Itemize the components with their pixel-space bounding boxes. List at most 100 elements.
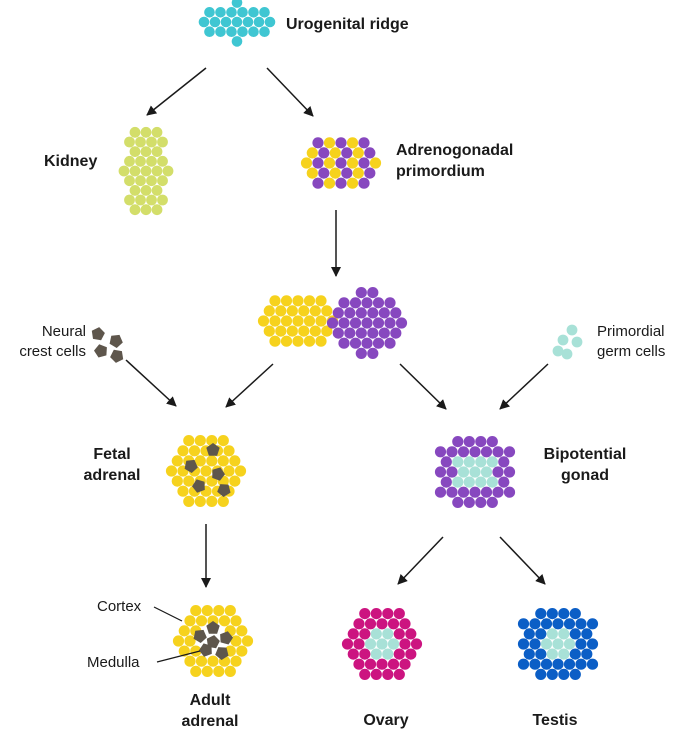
- bipotential-gonad-cell: [463, 436, 475, 448]
- adrenogonadal-cell: [329, 147, 341, 159]
- adrenogonadal-label-line1: Adrenogonadal: [396, 142, 514, 159]
- adrenogonadal-cell: [341, 167, 353, 179]
- urogenital-cell: [204, 26, 215, 37]
- adult-cortex-cell: [236, 645, 248, 657]
- ovary-cell: [382, 668, 394, 681]
- adrenal-half-cell: [298, 305, 310, 317]
- fetal-medulla-cell: [192, 479, 205, 493]
- testis-cell: [517, 618, 530, 630]
- fetal-adrenal-cell: [188, 445, 201, 457]
- bipotential-gonad-cell: [475, 496, 487, 508]
- ovary-cell: [370, 668, 382, 681]
- adrenal-half-cell: [275, 325, 287, 337]
- ovary-cell: [399, 658, 411, 670]
- adrenogonadal-cell: [312, 177, 324, 189]
- adult-cortex-cell: [172, 635, 185, 647]
- kidney-cell: [151, 185, 163, 196]
- germ-cells-label-line1: Primordial: [597, 323, 665, 340]
- arrow-split-to-gonad: [399, 363, 447, 410]
- kidney-cell: [124, 155, 135, 167]
- ovary-cell: [376, 638, 388, 650]
- ovary-cell: [370, 608, 382, 620]
- arrow-to-adrenogonadal: [266, 67, 314, 117]
- ovary-cell: [399, 618, 411, 630]
- bipotential-gonad-cell: [434, 446, 447, 458]
- neural-crest-label-line1: Neural: [41, 323, 86, 340]
- fetal-adrenal-cell: [194, 435, 206, 447]
- urogenital-cell: [231, 0, 243, 8]
- testis-cell: [546, 608, 558, 620]
- gonad-half-cell: [378, 327, 390, 339]
- ovary-cell: [387, 618, 400, 630]
- testis-cell: [569, 668, 581, 681]
- ovary-cell: [382, 628, 394, 640]
- adrenal-half-cell: [321, 325, 333, 337]
- gonad-half-cell: [332, 327, 344, 339]
- fetal-adrenal-cell: [171, 475, 183, 487]
- adrenogonadal-cell: [352, 147, 364, 159]
- ovary-cell: [376, 658, 388, 670]
- fetal-adrenal-cell: [177, 485, 189, 497]
- neural-crest-cell: [110, 349, 124, 363]
- bipotential-gonad-cell: [457, 446, 470, 458]
- adrenogonadal-cell: [335, 157, 347, 169]
- adult-cortex-cell: [190, 665, 202, 678]
- germ-cell: [566, 324, 578, 336]
- neural-crest-label-line2: crest cells: [19, 343, 86, 360]
- ovary-cell: [376, 618, 388, 630]
- testis-cell: [569, 608, 581, 620]
- pointer-lines-group: [153, 606, 201, 663]
- adrenogonadal-cell: [364, 147, 376, 159]
- adrenogonadal-cell: [358, 157, 370, 169]
- kidney-cell: [124, 136, 135, 148]
- fetal-medulla-cell: [184, 459, 198, 473]
- fetal-medulla-cell: [212, 467, 225, 481]
- ovary-cell: [405, 648, 417, 660]
- adult-cortex-cell: [195, 655, 208, 667]
- gonad-half-cell: [367, 327, 379, 339]
- testis-cell: [575, 658, 587, 670]
- urogenital-cell: [259, 26, 270, 37]
- fetal-adrenal-cell: [223, 465, 235, 477]
- ovary-cell: [364, 638, 377, 650]
- ovary-cell: [410, 638, 423, 650]
- adrenal-half-cell: [315, 335, 327, 347]
- urogenital-cell: [226, 7, 237, 18]
- ovary-cell: [347, 628, 359, 640]
- fetal-adrenal-cell: [206, 455, 218, 467]
- urogenital-cell: [253, 16, 265, 28]
- kidney-cell: [118, 165, 130, 177]
- bipotential-gonad-cell: [486, 496, 498, 508]
- kidney-cell: [129, 165, 141, 177]
- testis-cell: [558, 648, 570, 660]
- adult-cortex-cell: [184, 615, 196, 627]
- ovary-cell: [341, 638, 354, 650]
- kidney-cell: [140, 165, 152, 177]
- fetal-adrenal-cell: [183, 475, 195, 487]
- adult-adrenal-label-line2: adrenal: [181, 713, 239, 730]
- adrenal-half-cell: [315, 315, 327, 327]
- ovary-cell: [353, 618, 365, 630]
- kidney-cell: [140, 146, 152, 158]
- kidney-cell: [146, 194, 157, 206]
- adult-cortex-cell: [190, 605, 202, 617]
- adrenogonadal-cell: [358, 137, 370, 149]
- ovary-cell: [359, 608, 371, 620]
- adrenogonadal-cell: [318, 167, 330, 179]
- adrenal-half-cell: [292, 315, 304, 327]
- gonad-half-cell: [384, 317, 396, 329]
- bipotential-gonad-cell: [457, 466, 470, 478]
- adrenal-half-cell: [303, 315, 316, 327]
- gonad-half-cell: [378, 307, 390, 319]
- bipotential-gonad-cell: [498, 456, 510, 468]
- gonad-half-cell: [367, 287, 379, 299]
- testis-label: Testis: [532, 712, 578, 729]
- gonad-half-cell: [361, 297, 373, 309]
- bipotential-gonad-cell: [492, 486, 504, 498]
- neural-crest-cell: [109, 334, 123, 348]
- bipotential-gonad-cell: [480, 446, 493, 458]
- bipotential-gonad-cell: [469, 466, 481, 478]
- adrenogonadal-cell: [312, 137, 324, 149]
- fetal-adrenal-cell: [183, 435, 195, 447]
- bipotential-gonad-cell: [469, 446, 481, 458]
